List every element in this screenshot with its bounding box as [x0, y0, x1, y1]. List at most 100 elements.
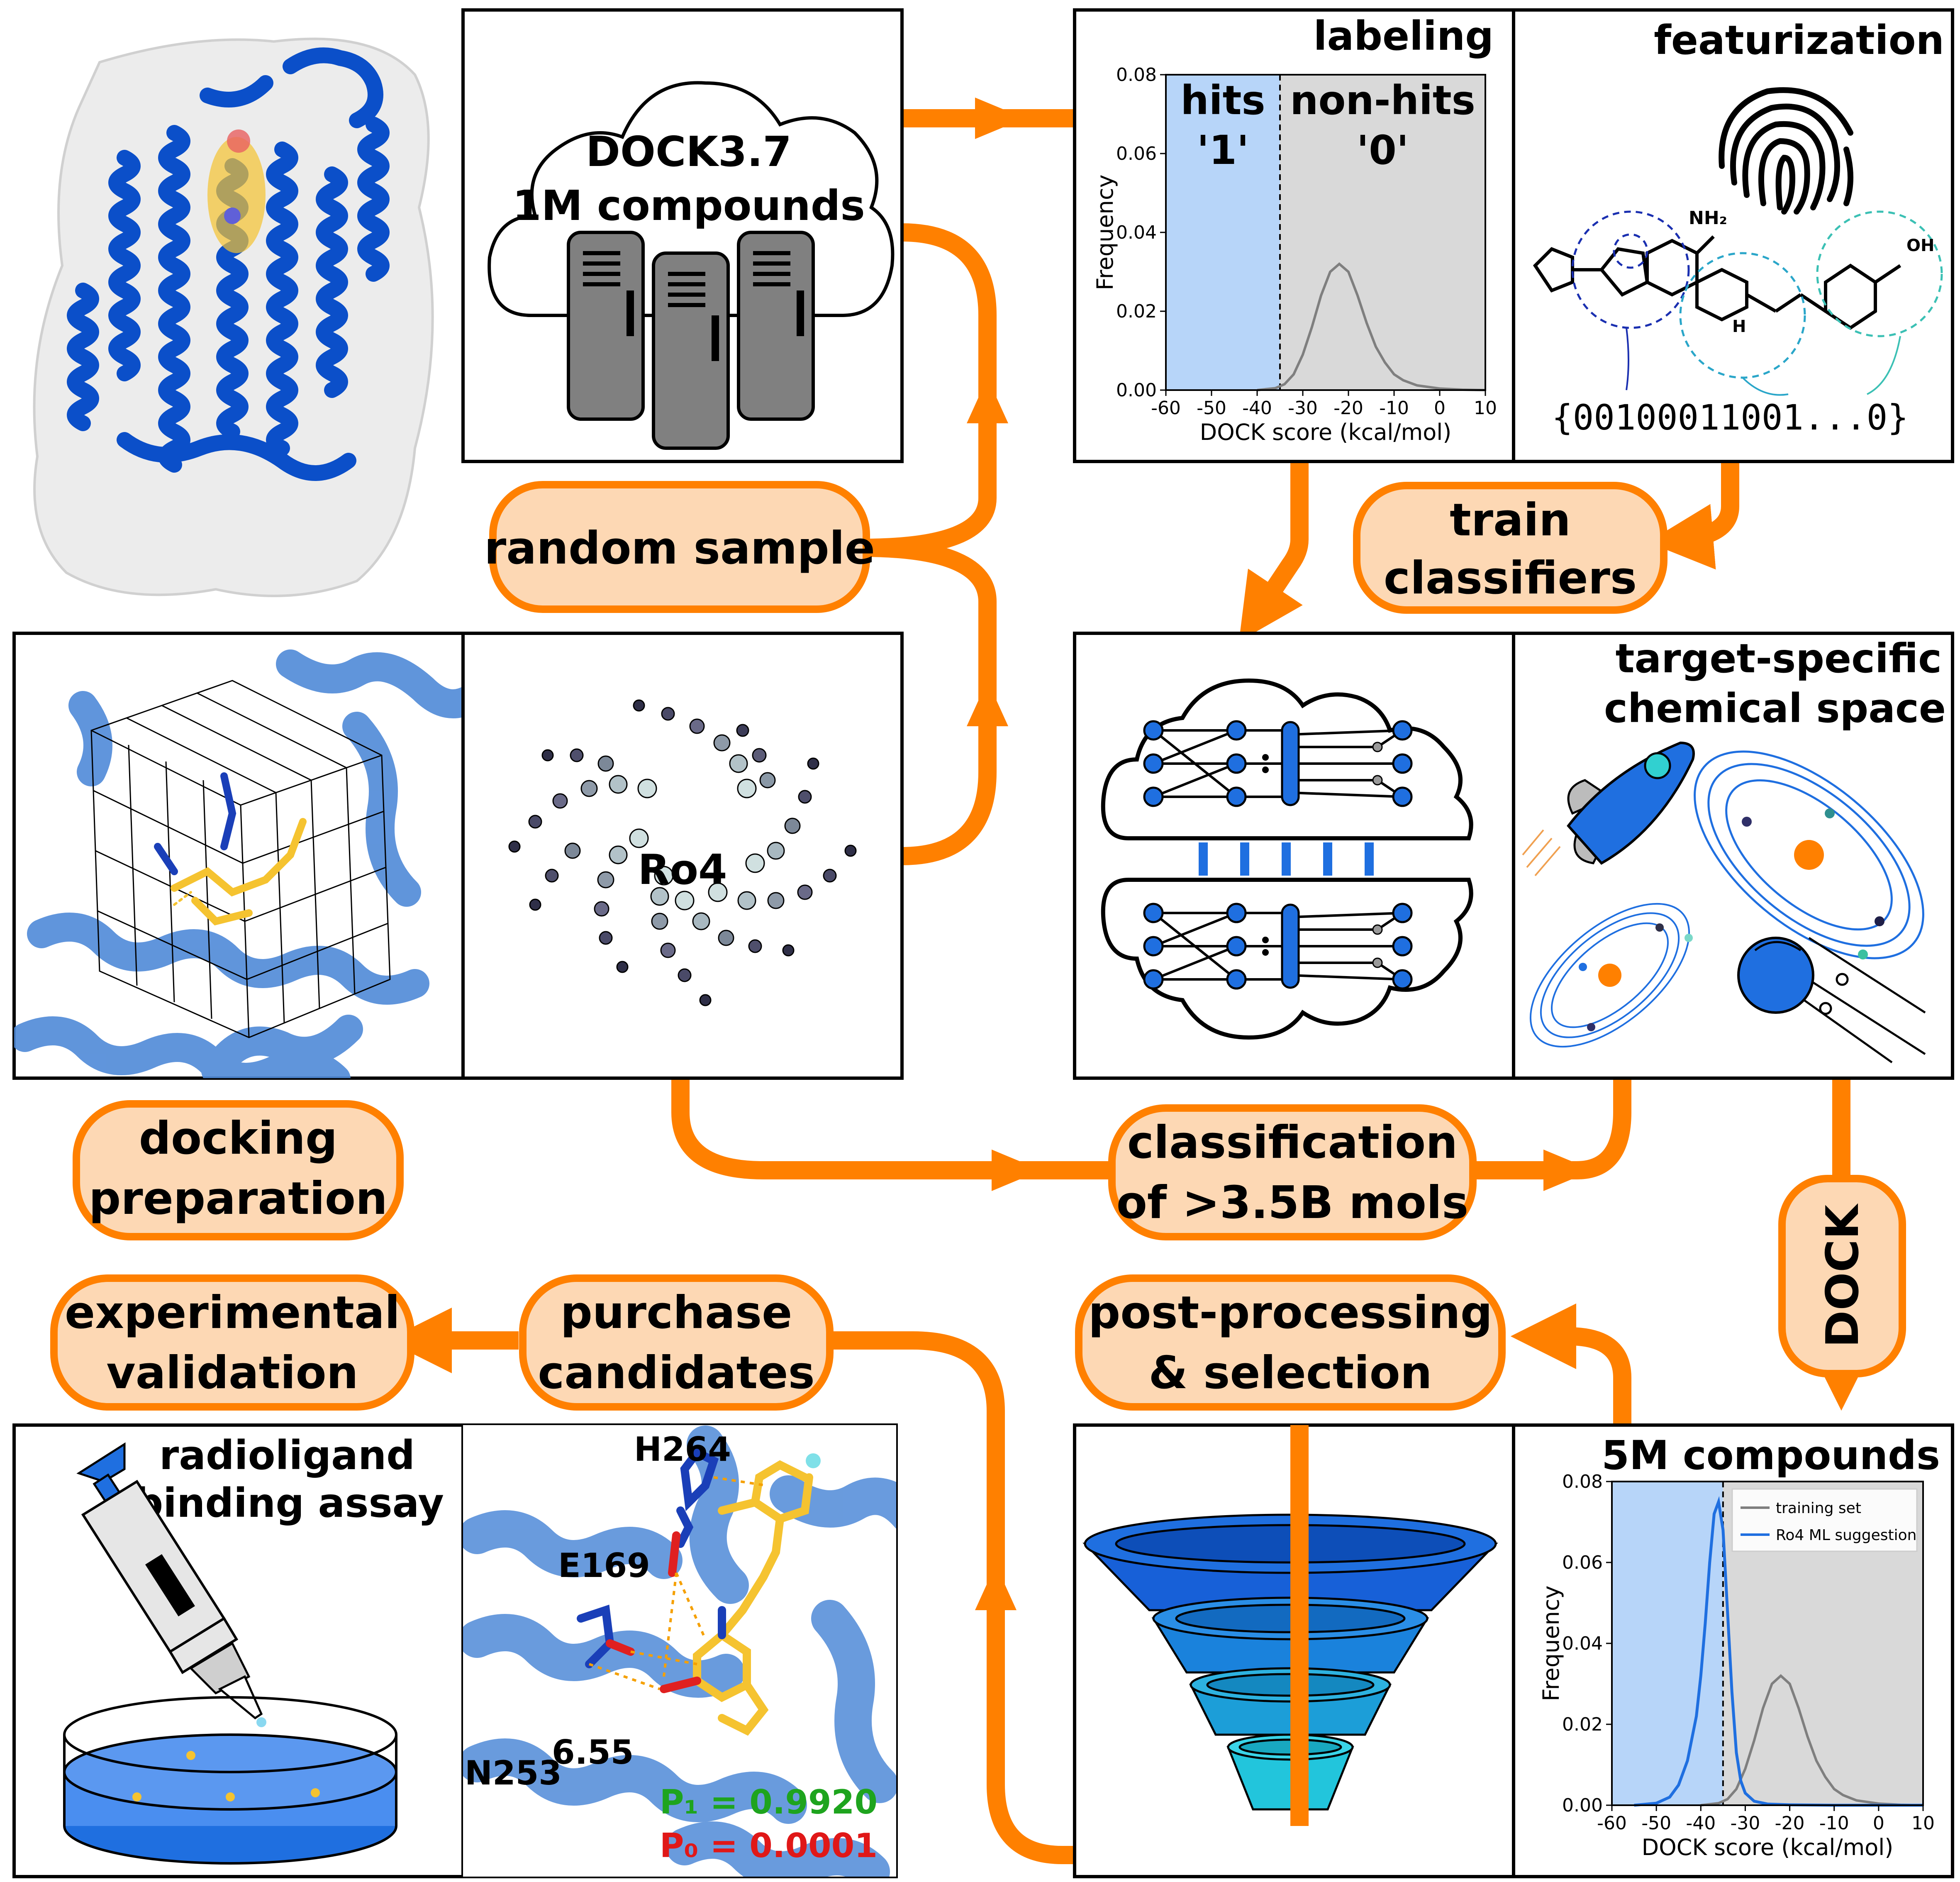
- flow-featurization-to-train: [1648, 461, 1739, 570]
- featurization-panel: featurization NH₂: [1512, 8, 1954, 463]
- nonhits-value: '0': [1357, 127, 1409, 173]
- docking-grid-box: [90, 680, 391, 1038]
- classifier-panel: [1073, 632, 1515, 1080]
- process-train-classifiers: train classifiers: [1353, 482, 1667, 614]
- process-dock: DOCK: [1778, 1175, 1906, 1377]
- orbit-system-large: [1694, 750, 1924, 959]
- nonhits-region: [1280, 75, 1485, 390]
- purchase-line1: purchase: [561, 1287, 792, 1339]
- flow-arrowhead: [1543, 1150, 1593, 1191]
- neural-network-top: [1143, 720, 1413, 807]
- flow-arrowhead: [975, 98, 1025, 139]
- fingerprint-bits: {00100011001...0}: [1552, 397, 1909, 438]
- chemical-space-panel: target-specific chemical space: [1512, 632, 1954, 1080]
- dock-vertical-label: DOCK: [1817, 1203, 1869, 1347]
- hits-region: [1612, 1482, 1723, 1805]
- docking-grid-panel: [12, 632, 465, 1080]
- x-tick-label: 10: [1911, 1813, 1935, 1834]
- docking-prep-line1: docking: [139, 1113, 338, 1164]
- flow-arrowhead: [967, 378, 1008, 423]
- ligand-sticks: [660, 1460, 813, 1736]
- radioligand-assay-panel: radioligand binding assay: [12, 1423, 465, 1878]
- y-tick-label: 0.04: [1116, 222, 1157, 243]
- assay-title-line1: radioligand: [159, 1432, 415, 1479]
- bound-ligand: [207, 129, 266, 253]
- bit-arrows: [1626, 327, 1901, 396]
- residue-sticks: [577, 1447, 719, 1668]
- y-tick-label: 0.00: [1562, 1795, 1603, 1816]
- flow-ro4-to-classification: [671, 1078, 1116, 1179]
- nonhits-label: non-hits: [1290, 77, 1475, 124]
- x-tick-label: -30: [1288, 398, 1318, 419]
- oh-label: OH: [1906, 236, 1934, 255]
- series-line-1: [1634, 1496, 1923, 1807]
- ro4-spiral-dots: [508, 699, 857, 1006]
- chemspace-title-line2: chemical space: [1604, 685, 1946, 732]
- y-tick-label: 0.02: [1116, 301, 1157, 322]
- y-tick-label: 0.04: [1562, 1633, 1603, 1654]
- chemspace-title-line1: target-specific: [1616, 635, 1942, 682]
- fivem-title: 5M compounds: [1602, 1432, 1940, 1479]
- dock-compute-panel: DOCK3.7 1M compounds: [461, 8, 904, 463]
- y-axis-label: Frequency: [1092, 175, 1118, 290]
- series-line-0: [1700, 1674, 1923, 1806]
- probability-p1: P₁ = 0.9920: [660, 1783, 878, 1821]
- y-axis-label: Frequency: [1538, 1586, 1564, 1701]
- x-tick-label: -30: [1730, 1813, 1760, 1834]
- train-label-line2: classifiers: [1384, 552, 1637, 604]
- x-tick-label: -10: [1379, 398, 1409, 419]
- x-tick-label: -40: [1686, 1813, 1716, 1834]
- residue-n253: N253: [465, 1754, 562, 1792]
- flow-5m-to-postproc: [1510, 1303, 1631, 1425]
- nh-label: H: [1732, 317, 1746, 336]
- ro4-label: Ro4: [638, 845, 727, 894]
- star-small: [1598, 964, 1621, 987]
- postproc-line1: post-processing: [1088, 1287, 1492, 1339]
- y-tick-label: 0.00: [1116, 380, 1157, 401]
- nh2-label: NH₂: [1689, 207, 1727, 229]
- star-large: [1794, 840, 1824, 870]
- legend-entry-1: Ro4 ML suggestion: [1776, 1527, 1916, 1544]
- residue-e169: E169: [558, 1546, 650, 1585]
- x-tick-label: -50: [1197, 398, 1226, 419]
- x-tick-label: 0: [1434, 398, 1446, 419]
- docked-ligand: [154, 772, 307, 925]
- classification-line1: classification: [1127, 1117, 1458, 1169]
- experimental-line1: experimental: [65, 1287, 400, 1339]
- flow-arrowhead: [975, 1565, 1017, 1610]
- process-classification: classification of >3.5B mols: [1108, 1104, 1477, 1240]
- flow-arrowhead: [992, 1150, 1041, 1191]
- pipette-icon: [76, 1442, 266, 1727]
- y-tick-label: 0.06: [1116, 143, 1157, 164]
- flow-arrowhead: [967, 681, 1008, 726]
- fingerprint-icon: [1719, 87, 1853, 215]
- series-line-0: [1257, 262, 1486, 391]
- x-tick-label: -50: [1641, 1813, 1671, 1834]
- neural-network-bottom: [1143, 903, 1413, 990]
- hits-region: [1166, 75, 1280, 390]
- rocket-icon: [1522, 741, 1695, 876]
- x-tick-label: 0: [1873, 1813, 1884, 1834]
- funnel-panel: [1073, 1423, 1515, 1878]
- labeling-title: labeling: [1314, 13, 1494, 59]
- binding-pose-panel: H264 E169 N253 6.55 P₁ = 0.9920 P₀ = 0.0…: [461, 1423, 898, 1878]
- x-tick-label: -60: [1151, 398, 1181, 419]
- hits-label: hits: [1180, 77, 1265, 124]
- process-random-sample: random sample: [484, 481, 875, 613]
- hits-value: '1': [1197, 127, 1249, 173]
- y-tick-label: 0.08: [1562, 1471, 1603, 1492]
- petri-dish: [63, 1696, 397, 1865]
- hbond-dashes: [589, 1476, 768, 1690]
- x-tick-label: -10: [1819, 1813, 1849, 1834]
- flow-labeling-to-classifiers: [1239, 461, 1309, 642]
- process-post-processing: post-processing & selection: [1075, 1274, 1506, 1411]
- featurization-title: featurization: [1654, 17, 1944, 63]
- y-tick-label: 0.02: [1562, 1714, 1603, 1735]
- dock-cloud-line2: 1M compounds: [512, 181, 865, 230]
- x-tick-label: -40: [1242, 398, 1272, 419]
- x-tick-label: -60: [1597, 1813, 1627, 1834]
